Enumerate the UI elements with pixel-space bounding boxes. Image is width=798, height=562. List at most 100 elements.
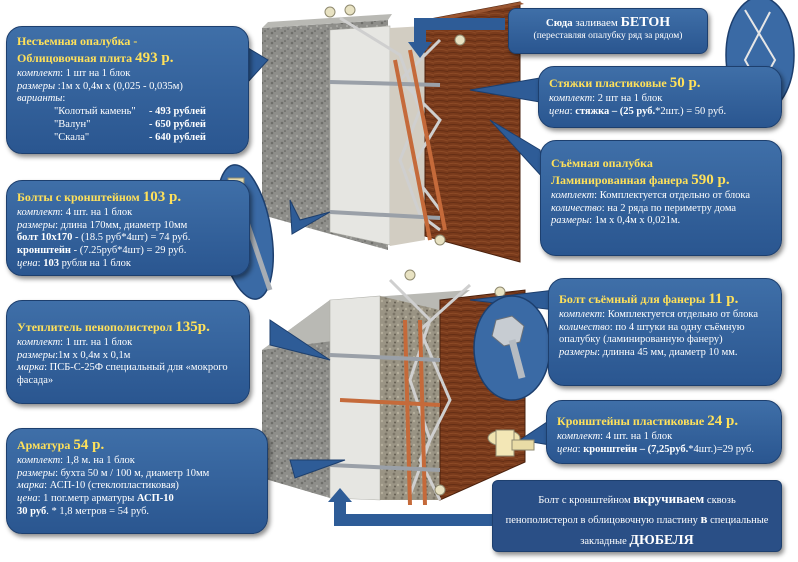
bolts-price-number: 103 bbox=[43, 257, 59, 269]
bolts bbox=[329, 80, 441, 220]
facing-size-value: :1м х 0,4м х (0,025 - 0,035м) bbox=[55, 80, 183, 92]
callout-insulation: Утеплитель пенополистерол 135р. комплект… bbox=[6, 300, 250, 404]
rebar-size-label: размеры bbox=[17, 467, 56, 479]
callout-ties: Стяжки пластиковые 50 р. комплект: 2 шт … bbox=[538, 66, 782, 128]
concrete-subtitle: (переставляя опалубку ряд за рядом) bbox=[533, 31, 683, 42]
variant-name: "Колотый камень" bbox=[54, 106, 136, 118]
callout-plywood-bolt-price: 11 р. bbox=[708, 291, 739, 307]
pbolt-kit-label: комплект bbox=[559, 308, 603, 320]
rebar-kit-value: : 1,8 м. на 1 блок bbox=[60, 454, 135, 466]
facing-variants-label: варианты bbox=[17, 93, 63, 105]
callout-insulation-title: Утеплитель пенополистерол bbox=[17, 320, 176, 334]
callout-facing-slab: Несъемная опалубка - Облицовочная плита … bbox=[6, 26, 249, 154]
upper-block bbox=[262, 1, 524, 263]
insulation-layer-lower bbox=[329, 295, 381, 501]
ties-price-total: *2шт.) = 50 руб. bbox=[655, 105, 727, 117]
brackets-price-total: *4шт.)=29 руб. bbox=[688, 443, 754, 455]
bolts-price-label: цена bbox=[17, 257, 38, 269]
bolts-kit-label: комплект bbox=[17, 206, 61, 218]
insulation-size-label: размеры bbox=[17, 349, 56, 361]
facing-size-label: размеры bbox=[17, 80, 56, 92]
facing-variants-colon: : bbox=[62, 93, 66, 105]
callout-plywood-bolt-title: Болт съёмный для фанеры bbox=[559, 292, 709, 306]
ties-price-colon: : bbox=[569, 105, 576, 117]
note-into: в bbox=[700, 511, 708, 527]
rebar-price-total: . * 1,8 метров = 54 руб. bbox=[46, 505, 150, 517]
variant-price: - 650 рублей bbox=[149, 118, 206, 130]
note-part-a: Болт с кронштейном bbox=[538, 495, 634, 506]
brackets-kit-label: комплект bbox=[557, 430, 601, 442]
callout-ties-title: Стяжки пластиковые bbox=[549, 76, 670, 90]
callout-brackets-title: Кронштейны пластиковые bbox=[557, 414, 708, 428]
plywood-size-label: размеры bbox=[551, 215, 590, 227]
rebar-price-text: : 1 пог.метр арматуры bbox=[37, 493, 137, 505]
callout-facing-slab-title1: Несъемная опалубка - bbox=[17, 34, 138, 48]
bolt-calc: - (18.5 руб*4шт) = 74 руб. bbox=[72, 232, 191, 244]
bolt-label: болт 10х170 bbox=[17, 232, 73, 244]
pbolt-kit-value: : Комплектуется отдельно от блока bbox=[602, 308, 759, 320]
variant-price: - 493 рублей bbox=[149, 106, 206, 118]
callout-plywood-bolt: Болт съёмный для фанеры 11 р. комплект: … bbox=[548, 278, 782, 386]
plywood-kit-label: комплект bbox=[551, 189, 595, 201]
insulation-kit-label: комплект bbox=[17, 336, 61, 348]
concrete-word: БЕТОН bbox=[620, 15, 671, 30]
rebar-price-brand: АСП-10 bbox=[136, 493, 174, 505]
rebar-price-label: цена bbox=[17, 493, 38, 505]
rebar-brand-label: марка bbox=[17, 480, 45, 492]
insulation-brand-value: : ПСБ-С-25Ф специальный для «мокрого фас… bbox=[17, 362, 228, 387]
callout-ties-price: 50 р. bbox=[669, 75, 701, 91]
note-screw-in: вкручиваем bbox=[633, 491, 705, 506]
rebar-price-unit: 30 руб bbox=[17, 505, 47, 517]
plywood-bolt-part bbox=[491, 315, 526, 379]
callout-plywood-title2: Ламинированная фанера bbox=[551, 173, 692, 187]
brackets-price-calc: кронштейн – (7,25руб. bbox=[583, 443, 689, 455]
callout-bolts: Болты с кронштейном 103 р. комплект: 4 ш… bbox=[6, 180, 250, 276]
rebar-kit-label: комплект bbox=[17, 454, 61, 466]
callout-plywood-price: 590 р. bbox=[691, 172, 730, 188]
plastic-bracket-part bbox=[487, 429, 535, 457]
callout-bolts-title: Болты с кронштейном bbox=[17, 190, 143, 204]
rebar-brand-value: : АСП-10 (стеклопластиковая) bbox=[44, 480, 179, 492]
plywood-qty-label: количество bbox=[551, 202, 602, 214]
note-part-c: сквозь пенополистерол в облицовочную пла… bbox=[505, 495, 736, 527]
ties-price-calc: стяжка – (25 руб. bbox=[575, 105, 656, 117]
note-dowels: ДЮБЕЛЯ bbox=[629, 532, 694, 548]
rebar-size-value: : бухта 50 м / 100 м, диаметр 10мм bbox=[55, 467, 210, 479]
insulation-kit-value: : 1 шт. на 1 блок bbox=[60, 336, 133, 348]
variant-name: "Валун" bbox=[54, 118, 91, 130]
callout-brackets: Кронштейны пластиковые 24 р. комплект: 4… bbox=[546, 400, 782, 464]
facing-kit-label: комплект bbox=[17, 67, 61, 79]
callout-plywood: Съёмная опалубка Ламинированная фанера 5… bbox=[540, 140, 782, 256]
callout-bolts-price: 103 р. bbox=[142, 189, 182, 205]
insulation-size-value: :1м х 0,4м х 0,1м bbox=[55, 349, 131, 361]
callout-insulation-price: 135р. bbox=[175, 319, 210, 335]
pbolt-size-value: : длинна 45 мм, диаметр 10 мм. bbox=[597, 347, 738, 359]
callout-rebar: Арматура 54 р. комплект: 1,8 м. на 1 бло… bbox=[6, 428, 268, 534]
callout-plywood-title1: Съёмная опалубка bbox=[551, 156, 653, 170]
brackets-price-colon: : bbox=[577, 443, 584, 455]
callout-rebar-title: Арматура bbox=[17, 438, 74, 452]
callout-rebar-price: 54 р. bbox=[73, 437, 105, 453]
bracket-label: кронштейн bbox=[17, 245, 71, 257]
plywood-kit-value: : Комплектуется отдельно от блока bbox=[594, 189, 751, 201]
facing-kit-value: : 1 шт на 1 блок bbox=[60, 67, 131, 79]
pbolt-qty-label: количество bbox=[559, 321, 610, 333]
bolts-price-tail: рубля на 1 блок bbox=[58, 257, 132, 269]
concrete-pour: заливаем bbox=[572, 17, 621, 29]
bolts-price-colon: : bbox=[37, 257, 44, 269]
variant-name: "Скала" bbox=[54, 131, 90, 143]
callout-facing-slab-price: 493 р. bbox=[135, 50, 174, 66]
brackets-kit-value: : 4 шт. на 1 блок bbox=[600, 430, 673, 442]
arrow-dowel bbox=[334, 500, 492, 526]
plywood-qty-value: : на 2 ряда по периметру дома bbox=[601, 202, 737, 214]
bolts-kit-value: : 4 шт. на 1 блок bbox=[60, 206, 133, 218]
ties-kit-value: : 2 шт на 1 блок bbox=[592, 92, 663, 104]
arrow-concrete bbox=[414, 18, 505, 44]
ties-kit-label: комплект bbox=[549, 92, 593, 104]
bolts-size-value: : длина 170мм, диаметр 10мм bbox=[55, 219, 188, 231]
ties-price-label: цена bbox=[549, 105, 570, 117]
variant-price: - 640 рублей bbox=[149, 131, 206, 143]
pbolt-size-label: размеры bbox=[559, 347, 598, 359]
concrete-here: Сюда bbox=[545, 17, 573, 29]
